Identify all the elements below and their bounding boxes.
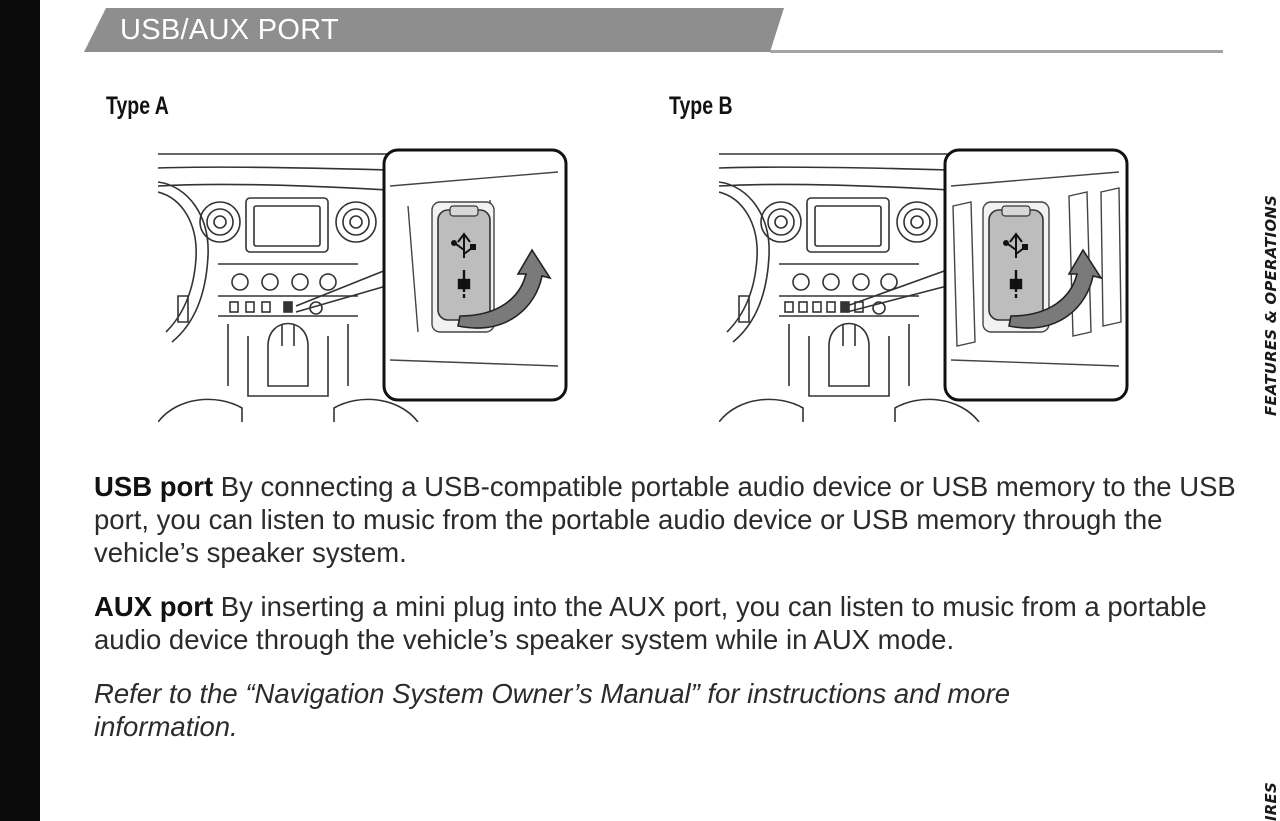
side-tab-next-section: IRES — [1262, 782, 1280, 821]
header-rule — [770, 50, 1223, 53]
usb-port-term: USB port — [94, 471, 214, 502]
open-direction-arrow-icon — [457, 248, 552, 329]
type-b-label: Type B — [669, 92, 733, 120]
aux-port-term: AUX port — [94, 591, 214, 622]
reference-note: Refer to the “Navigation System Owner’s … — [94, 678, 1011, 742]
usb-aux-port-cover — [437, 209, 491, 321]
usb-port-description: By connecting a USB-compatible portable … — [94, 471, 1236, 568]
aux-port-paragraph: AUX port By inserting a mini plug into t… — [94, 590, 1254, 656]
left-screen-edge — [0, 0, 40, 821]
aux-plug-icon — [457, 270, 471, 298]
usb-aux-port-cover — [988, 209, 1044, 321]
usb-icon — [451, 232, 476, 258]
usb-port-paragraph: USB port By connecting a USB-compatible … — [94, 470, 1254, 569]
type-a-illustration — [158, 148, 568, 422]
section-header-band — [84, 8, 784, 52]
type-a-label: Type A — [106, 92, 169, 120]
aux-plug-icon — [1009, 270, 1023, 298]
side-tab-current-section: FEATURES & OPERATIONS — [1262, 194, 1280, 416]
section-title: USB/AUX PORT — [120, 14, 340, 46]
type-b-illustration — [719, 148, 1129, 422]
open-direction-arrow-icon — [1008, 248, 1103, 329]
usb-icon — [1003, 232, 1028, 258]
aux-port-description: By inserting a mini plug into the AUX po… — [94, 591, 1207, 655]
